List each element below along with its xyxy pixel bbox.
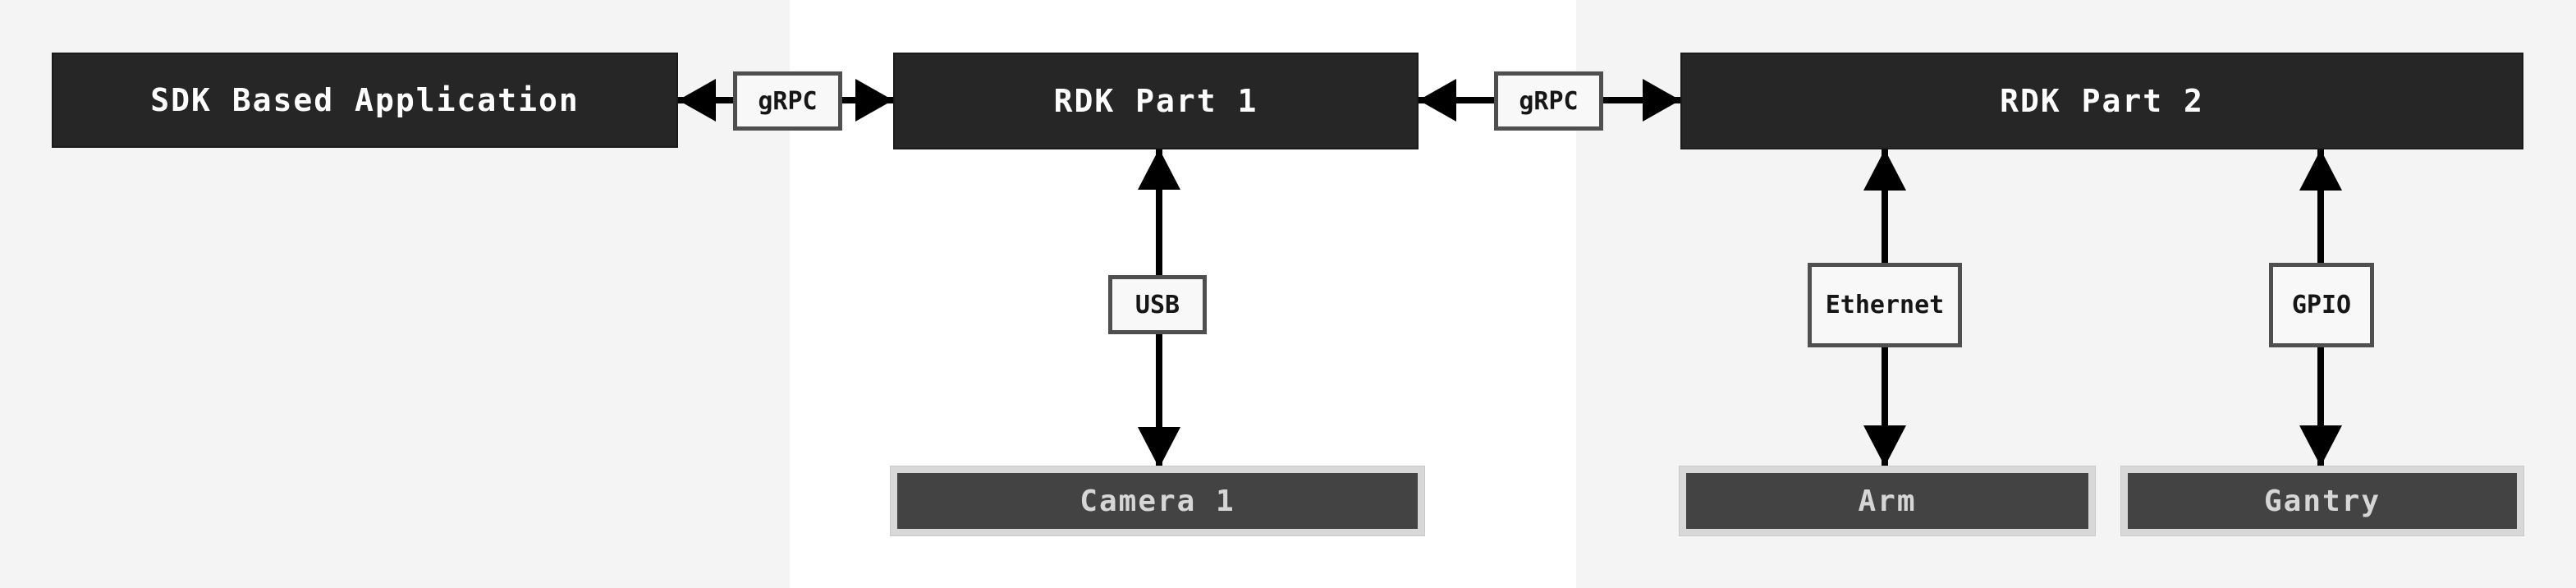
connector-label-grpc-2: gRPC [1494, 71, 1603, 131]
arrowhead-up-icon [1138, 149, 1180, 190]
connector-label-text: gRPC [758, 86, 818, 116]
node-camera-1: Camera 1 [891, 466, 1424, 535]
node-rdk-part-2: RDK Part 2 [1680, 53, 2523, 149]
connector-label-gpio: GPIO [2269, 263, 2374, 347]
connector-label-text: Ethernet [1825, 291, 1945, 319]
node-sdk-based-application: SDK Based Application [52, 53, 678, 148]
connector-label-ethernet: Ethernet [1808, 263, 1962, 347]
node-label: Camera 1 [1079, 484, 1235, 518]
arrowhead-left-icon [678, 79, 716, 122]
node-label: RDK Part 2 [2000, 83, 2204, 119]
node-arm: Arm [1680, 466, 2095, 535]
node-label: RDK Part 1 [1053, 83, 1258, 119]
node-gantry: Gantry [2121, 466, 2523, 535]
arrowhead-right-icon [855, 79, 893, 122]
arrowhead-down-icon [1138, 427, 1180, 468]
connector-label-grpc-1: gRPC [733, 71, 842, 131]
arrowhead-up-icon [2299, 149, 2342, 191]
arrowhead-right-icon [1643, 79, 1680, 122]
node-label: Arm [1858, 484, 1917, 518]
connector-label-text: GPIO [2291, 291, 2352, 319]
connector-label-text: USB [1134, 290, 1180, 319]
arrowhead-down-icon [2299, 425, 2342, 466]
connector-label-text: gRPC [1519, 86, 1579, 116]
node-rdk-part-1: RDK Part 1 [893, 53, 1419, 149]
arrowhead-down-icon [1863, 425, 1906, 466]
arrowhead-up-icon [1863, 149, 1906, 191]
node-label: Gantry [2263, 484, 2381, 518]
connector-label-usb: USB [1108, 275, 1207, 334]
arrowhead-left-icon [1419, 79, 1456, 122]
node-label: SDK Based Application [150, 82, 580, 118]
